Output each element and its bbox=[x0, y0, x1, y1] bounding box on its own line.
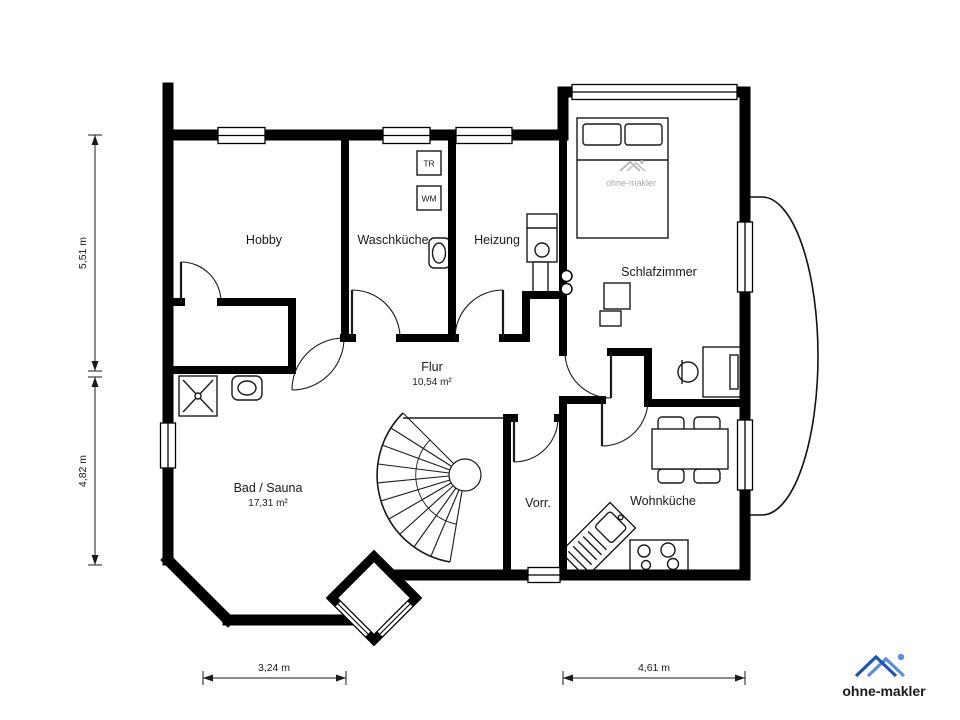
label-flur: Flur bbox=[421, 360, 443, 374]
logo-house-icon-back bbox=[866, 656, 906, 678]
bedroom-watermark: ohne-makler bbox=[606, 160, 656, 188]
boiler bbox=[526, 213, 558, 296]
door-bad-sauna bbox=[291, 337, 345, 391]
area-flur: 10,54 m² bbox=[412, 377, 452, 388]
bay-window bbox=[325, 549, 423, 647]
watermark-text: ohne-makler bbox=[606, 178, 656, 188]
windows-layer bbox=[159, 83, 754, 584]
logo-dot-icon bbox=[897, 653, 905, 661]
wall-pipe-circles bbox=[560, 269, 573, 296]
pillow bbox=[582, 123, 622, 146]
brand-logo: ohne-makler bbox=[842, 653, 926, 699]
desk-chair bbox=[677, 360, 699, 384]
dimension-lines: 5,51 m 4,82 m 3,24 m 4,61 m bbox=[77, 134, 746, 685]
bedroom-box-small bbox=[599, 310, 622, 327]
window-schlafzimmer-right bbox=[736, 221, 754, 293]
kitchen-sink-unit bbox=[559, 501, 637, 579]
dimension-left-lower: 4,82 m bbox=[77, 376, 102, 566]
door-schlafzimmer bbox=[564, 351, 613, 399]
watermark-house-icon bbox=[619, 160, 641, 172]
dim-left-lower-label: 4,82 m bbox=[77, 455, 89, 487]
doors-layer bbox=[179, 261, 649, 463]
dim-left-upper-label: 5,51 m bbox=[77, 237, 89, 269]
label-dryer: TR bbox=[423, 159, 434, 169]
window-heizung bbox=[455, 126, 513, 145]
label-waschkueche: Waschküche bbox=[357, 233, 428, 247]
label-schlafzimmer: Schlafzimmer bbox=[621, 265, 697, 279]
logo-house-icon-front bbox=[854, 654, 898, 678]
window-bad-left bbox=[159, 422, 177, 469]
label-heizung: Heizung bbox=[474, 233, 520, 247]
label-washer: WM bbox=[421, 194, 436, 204]
window-schlafzimmer-top bbox=[571, 83, 738, 101]
monitor bbox=[729, 354, 739, 390]
desk bbox=[702, 346, 743, 398]
label-wohnkueche: Wohnküche bbox=[630, 494, 696, 508]
door-waschkueche bbox=[350, 289, 401, 339]
bathroom-sink bbox=[231, 375, 263, 401]
label-bad-sauna: Bad / Sauna bbox=[234, 481, 303, 495]
laundry-sink bbox=[428, 237, 451, 269]
dim-bottom-right-label: 4,61 m bbox=[638, 662, 670, 674]
stair-treads bbox=[376, 412, 463, 563]
room-labels: Hobby Waschküche Heizung Schlafzimmer Fl… bbox=[234, 159, 697, 511]
bedroom-box bbox=[603, 282, 631, 310]
interior-walls bbox=[164, 131, 749, 579]
window-wohnkueche-right bbox=[736, 419, 754, 491]
bed bbox=[576, 117, 669, 239]
stove bbox=[629, 539, 689, 574]
door-hobby bbox=[179, 261, 222, 303]
washer-box bbox=[416, 185, 442, 211]
terrace-outline bbox=[745, 196, 819, 516]
window-hobby bbox=[217, 126, 266, 145]
dryer-box bbox=[416, 150, 442, 176]
pillow bbox=[624, 123, 663, 146]
dimension-left-upper: 5,51 m bbox=[77, 134, 102, 372]
dining-table bbox=[651, 428, 729, 470]
door-heizung bbox=[454, 289, 505, 339]
door-wohnkueche bbox=[600, 399, 649, 447]
dim-bottom-left-label: 3,24 m bbox=[258, 662, 290, 674]
shower bbox=[178, 375, 218, 417]
logo-text: ohne-makler bbox=[842, 683, 926, 699]
window-vorrat-bottom bbox=[527, 566, 561, 584]
dimension-bottom-left: 3,24 m bbox=[202, 662, 347, 685]
door-vorrat bbox=[512, 417, 559, 463]
window-waschkueche bbox=[382, 126, 431, 145]
spiral-staircase bbox=[376, 412, 507, 563]
label-hobby: Hobby bbox=[246, 233, 283, 247]
dimension-bottom-right: 4,61 m bbox=[562, 662, 746, 685]
label-vorrat: Vorr. bbox=[525, 496, 551, 510]
area-bad-sauna: 17,31 m² bbox=[248, 498, 288, 509]
